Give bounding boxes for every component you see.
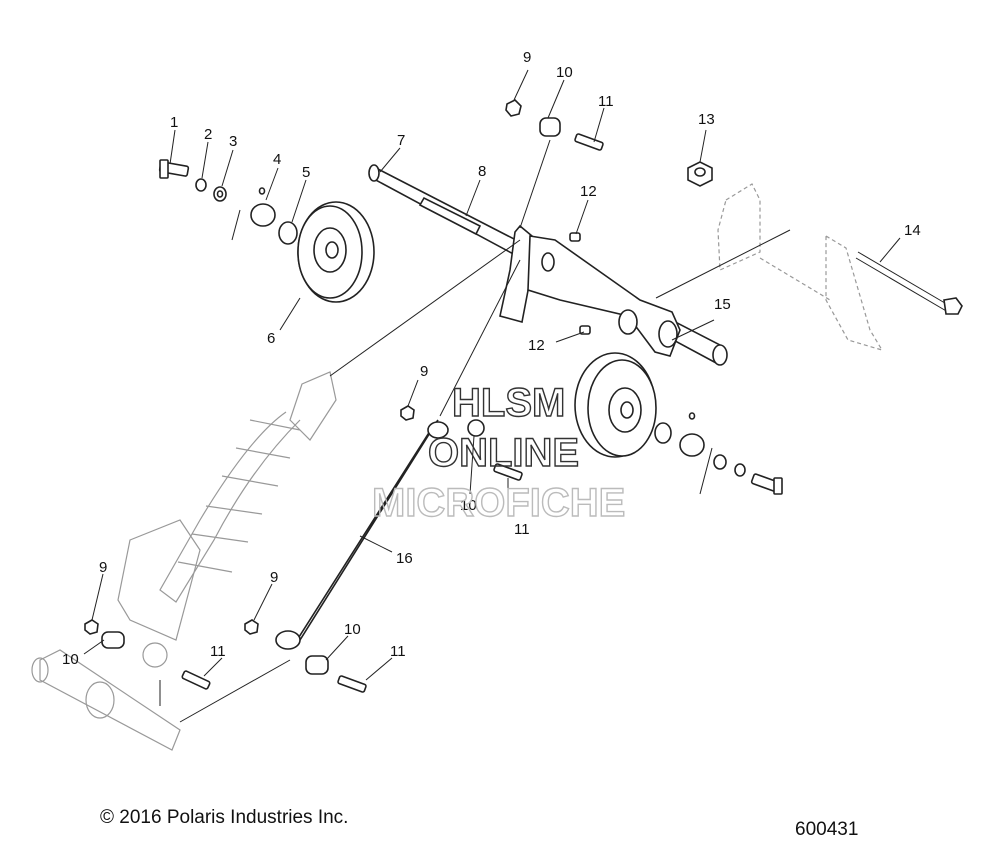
callout-15: 15 — [714, 296, 731, 313]
callout-9-top: 9 — [523, 49, 531, 66]
hardware-left — [158, 159, 298, 245]
callout-9-left: 9 — [99, 559, 107, 576]
link-arm — [84, 405, 523, 723]
callout-11-left: 11 — [210, 643, 226, 660]
callout-8: 8 — [478, 163, 486, 180]
callout-14: 14 — [904, 222, 921, 239]
callout-2: 2 — [204, 126, 212, 143]
watermark-line-2: ONLINE — [428, 431, 579, 475]
copyright-text: © 2016 Polaris Industries Inc. — [100, 807, 348, 828]
callout-10-lower: 10 — [344, 621, 361, 638]
pivot-arm — [499, 224, 681, 357]
callout-3: 3 — [229, 133, 237, 150]
watermark-line-1: HLSM — [452, 381, 565, 425]
idler-wheel-right — [574, 352, 657, 458]
callout-11-mid: 11 — [514, 521, 530, 538]
leader-lines — [83, 69, 901, 681]
callout-12-upper: 12 — [580, 183, 597, 200]
idler-wheel-left — [297, 201, 375, 303]
callout-5: 5 — [302, 164, 310, 181]
callout-7: 7 — [397, 132, 405, 149]
watermark: HLSM ONLINE MICROFICHE — [371, 380, 626, 525]
watermark-line-3: MICROFICHE — [372, 481, 625, 525]
hardware-right — [654, 412, 783, 495]
callout-labels: 1 2 3 4 5 6 7 8 9 10 11 12 13 14 15 12 9… — [62, 49, 921, 668]
callout-11-top: 11 — [598, 93, 614, 110]
callout-4: 4 — [273, 151, 281, 168]
callout-10-mid: 10 — [460, 497, 477, 514]
frame-bracket — [655, 183, 963, 352]
callout-12-lower: 12 — [528, 337, 545, 354]
shock-absorber — [31, 371, 337, 751]
callout-13: 13 — [698, 111, 715, 128]
callout-6: 6 — [267, 330, 275, 347]
callout-10-top: 10 — [556, 64, 573, 81]
callout-9-mid: 9 — [420, 363, 428, 380]
callout-11-lower: 11 — [390, 643, 406, 660]
hardware-top — [505, 99, 713, 335]
callout-1: 1 — [170, 114, 178, 131]
callout-9-center: 9 — [270, 569, 278, 586]
callout-16: 16 — [396, 550, 413, 567]
figure-number: 600431 — [795, 819, 858, 840]
callout-10-left: 10 — [62, 651, 79, 668]
